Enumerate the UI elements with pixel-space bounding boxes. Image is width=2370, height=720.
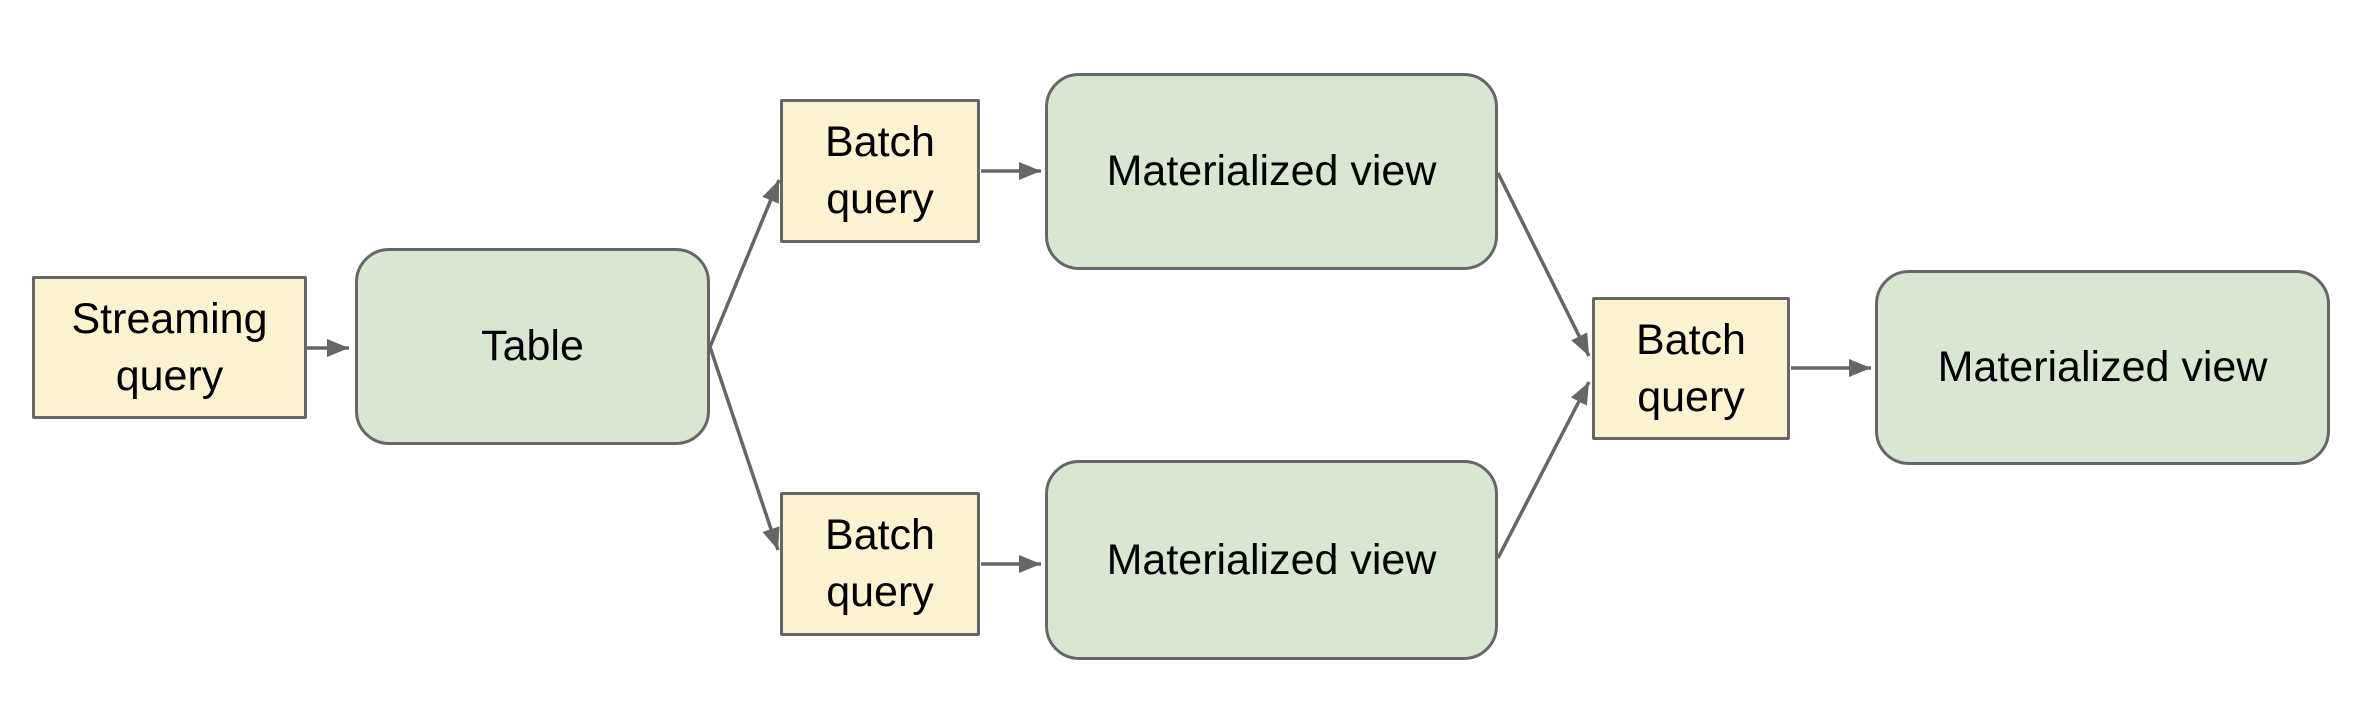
node-materialized-view-right: Materialized view xyxy=(1875,270,2330,465)
node-batch-query-right-label: Batch query xyxy=(1636,315,1746,421)
node-table-label: Table xyxy=(481,322,584,371)
node-batch-query-bottom: Batch query xyxy=(780,492,980,636)
node-batch-query-top: Batch query xyxy=(780,99,980,243)
node-streaming-query-label: Streaming query xyxy=(71,294,268,400)
node-batch-query-top-label: Batch query xyxy=(825,118,935,223)
node-batch-query-right: Batch query xyxy=(1592,297,1790,440)
node-streaming-query: Streaming query xyxy=(32,276,307,419)
node-table: Table xyxy=(355,248,710,445)
node-materialized-view-bottom: Materialized view xyxy=(1045,460,1498,660)
node-materialized-view-top-label: Materialized view xyxy=(1106,147,1437,196)
edge-table-to-batch-query-bottom xyxy=(708,346,780,551)
edge-materialized-view-top-to-batch-query-right xyxy=(1496,172,1591,357)
node-materialized-view-top: Materialized view xyxy=(1045,73,1498,270)
node-materialized-view-bottom-label: Materialized view xyxy=(1106,535,1437,584)
node-batch-query-bottom-label: Batch query xyxy=(825,511,935,616)
edge-materialized-view-bottom-to-batch-query-right xyxy=(1496,381,1591,559)
edge-table-to-batch-query-top xyxy=(708,179,781,348)
node-materialized-view-right-label: Materialized view xyxy=(1937,343,2268,392)
